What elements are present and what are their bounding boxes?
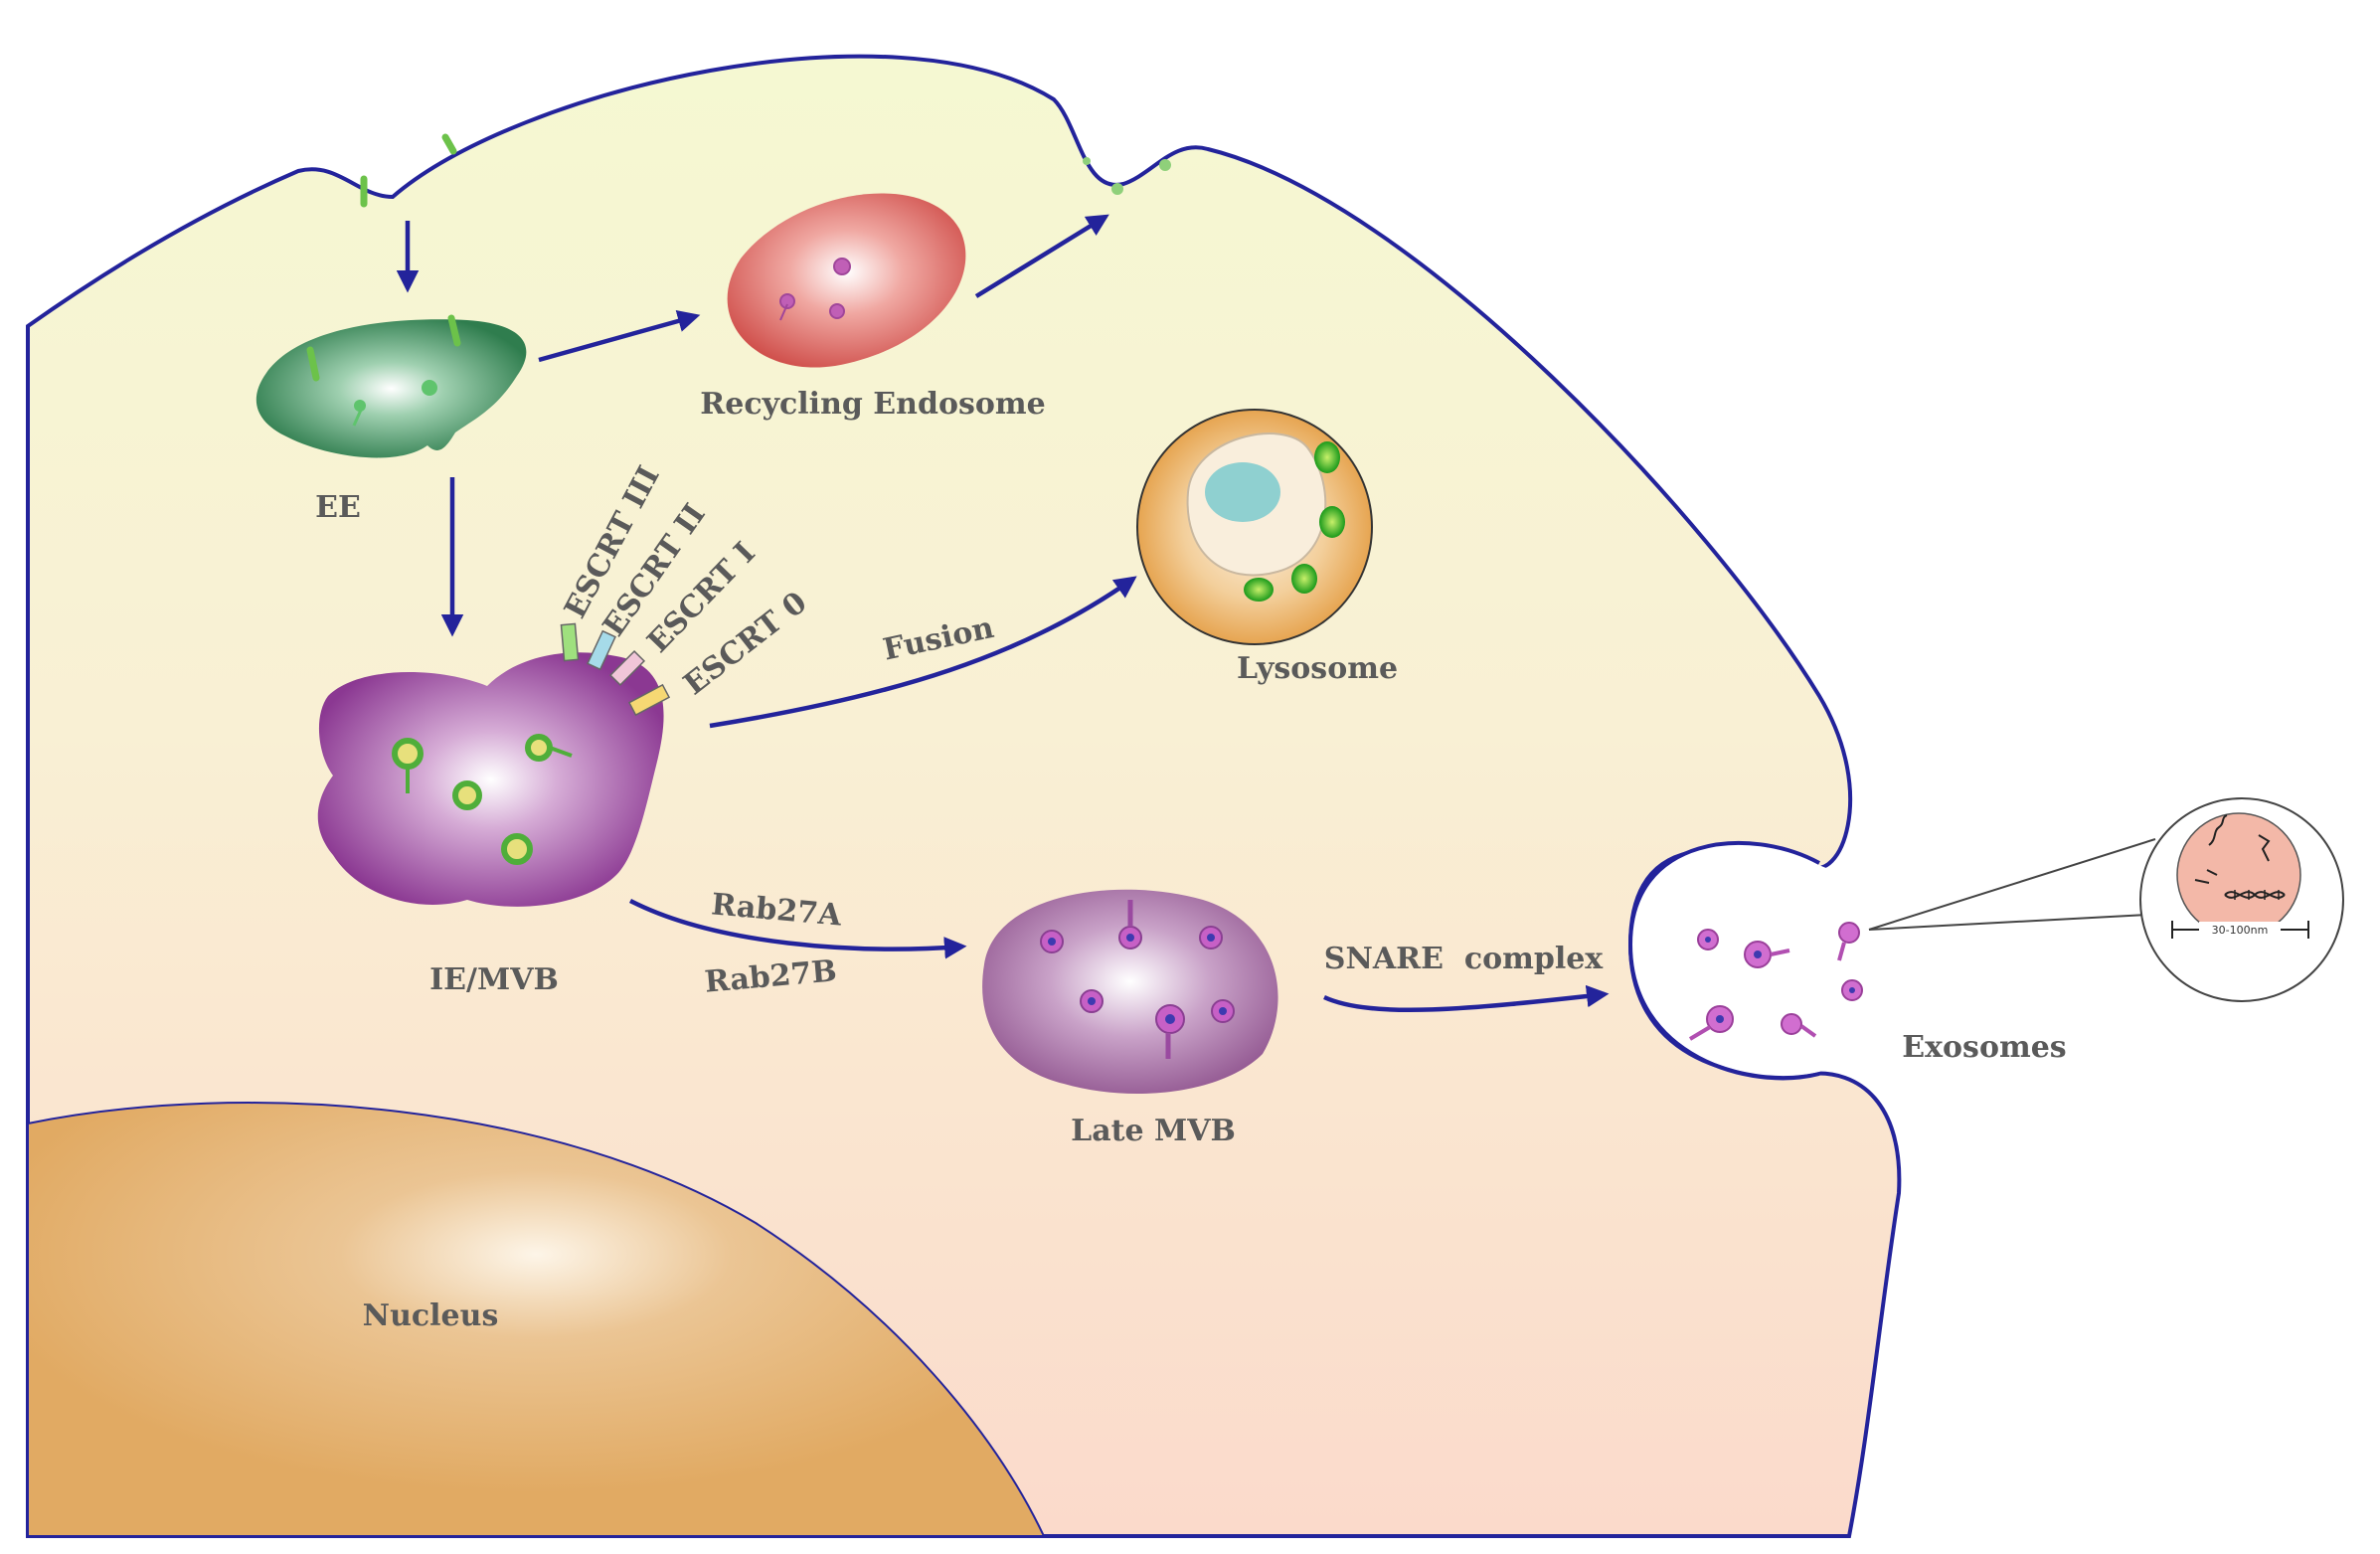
- escrt-0-block: [627, 683, 671, 717]
- recycling-endosome: [727, 193, 966, 368]
- escrt-ii-block: [587, 629, 616, 671]
- exosomes-label: Exosomes: [1902, 1030, 2066, 1065]
- exosome-pocket: [1630, 843, 1919, 1077]
- lysosome: [1136, 409, 1373, 645]
- exosome-pocket-outline: [1627, 840, 1820, 1081]
- ee-label: EE: [315, 490, 361, 525]
- nucleus-label: Nucleus: [363, 1298, 499, 1333]
- exosome-zoom-callout: 30-100nm: [1868, 797, 2344, 1002]
- ie-mvb: [317, 652, 664, 907]
- snare-complex-label: SNARE complex: [1324, 942, 1605, 976]
- escrt-i-block: [608, 649, 646, 687]
- escrt-iii-block: [560, 622, 580, 662]
- lysosome-label: Lysosome: [1237, 651, 1398, 686]
- mvb-intraluminal-vesicles: [392, 734, 573, 865]
- ie-mvb-label: IE/MVB: [429, 962, 559, 997]
- early-endosome: [255, 319, 527, 458]
- membrane-receptors: [360, 133, 1171, 208]
- escrt-complexes: [560, 622, 671, 717]
- nucleus: [27, 1102, 1046, 1537]
- pathway-arrows: [396, 214, 1610, 1013]
- ee-cargo: [306, 314, 461, 427]
- late-mvb-label: Late MVB: [1071, 1114, 1236, 1148]
- scale-label: 30-100nm: [2212, 924, 2269, 937]
- exosome-vesicles: [1688, 922, 1863, 1041]
- re-vesicles: [779, 258, 851, 321]
- recycling-endosome-label: Recycling Endosome: [700, 387, 1045, 422]
- exosome-closeup: [2176, 812, 2301, 938]
- late-mvb-vesicles: [1040, 900, 1235, 1059]
